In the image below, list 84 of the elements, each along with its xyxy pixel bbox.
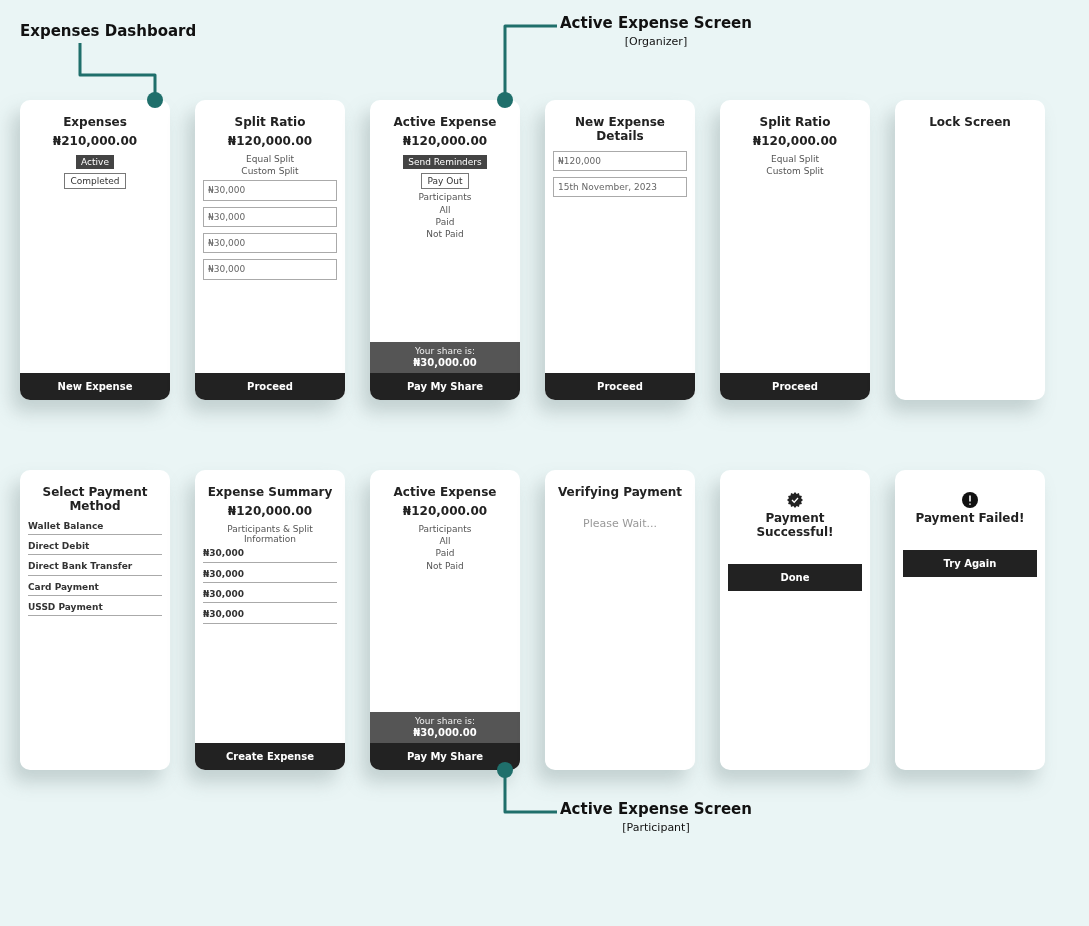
participant-amount: ₦30,000 bbox=[203, 588, 337, 604]
tab-label: Equal Split bbox=[771, 153, 819, 164]
phone-screen bbox=[720, 100, 870, 400]
input-field: ₦30,000 bbox=[203, 232, 337, 254]
leader-line bbox=[78, 43, 163, 108]
screen-title: Split Ratio bbox=[234, 116, 306, 130]
phone-screen bbox=[20, 100, 170, 400]
tab-label: Active bbox=[76, 154, 114, 169]
action-button: Proceed bbox=[720, 372, 870, 400]
tab-label: Not Paid bbox=[426, 560, 464, 571]
share-label: Your share is: bbox=[370, 341, 520, 357]
reminder-button: Send Reminders bbox=[403, 154, 487, 169]
status-text: Please Wait... bbox=[583, 517, 657, 531]
phone-screen bbox=[370, 100, 520, 400]
screen-title: Verifying Payment bbox=[557, 486, 683, 500]
leader-line bbox=[497, 762, 557, 814]
participant-amount: ₦30,000 bbox=[203, 568, 337, 583]
amount-text: ₦120,000.00 bbox=[227, 504, 313, 519]
payment-option: Direct Bank Transfer bbox=[28, 561, 162, 576]
amount-text: ₦120,000.00 bbox=[402, 134, 488, 149]
screen-title: Expense Summary bbox=[207, 486, 333, 500]
callout-sublabel: [Participant] bbox=[621, 821, 691, 834]
section-label: Participants bbox=[418, 523, 472, 534]
phone-screen bbox=[895, 100, 1045, 400]
share-amount: ₦30,000.00 bbox=[370, 727, 520, 743]
payment-option: Direct Debit bbox=[28, 540, 162, 556]
callout-label: Active Expense Screen bbox=[560, 14, 752, 32]
action-button: New Expense bbox=[20, 372, 170, 400]
tab-label: All bbox=[439, 204, 451, 215]
share-label: Your share is: bbox=[370, 711, 520, 727]
tab-label: Custom Split bbox=[241, 165, 299, 177]
callout-label: Expenses Dashboard bbox=[20, 22, 197, 40]
tab-label: All bbox=[439, 535, 451, 547]
action-button: Pay My Share bbox=[370, 372, 520, 400]
section-label: Participants & Split Information bbox=[226, 523, 314, 545]
callout-sublabel: [Organizer] bbox=[623, 35, 689, 48]
screen-title: Active Expense bbox=[393, 486, 497, 500]
phone-screen bbox=[370, 470, 520, 770]
tab-label: Custom Split bbox=[766, 165, 824, 177]
share-amount: ₦30,000.00 bbox=[370, 357, 520, 373]
phone-screen bbox=[195, 470, 345, 770]
phone-screen bbox=[195, 100, 345, 400]
screen-title: Expenses bbox=[63, 116, 127, 130]
payout-button: Pay Out bbox=[421, 172, 469, 190]
participant-amount: ₦30,000 bbox=[203, 548, 337, 563]
payment-option: Wallet Balance bbox=[28, 520, 162, 535]
input-field: ₦30,000 bbox=[203, 206, 337, 227]
leader-line bbox=[497, 24, 557, 108]
tab-label: Equal Split bbox=[246, 153, 294, 164]
input-field: ₦30,000 bbox=[203, 180, 337, 201]
phone-screen bbox=[545, 470, 695, 770]
action-button: Done bbox=[728, 563, 862, 592]
input-field: ₦30,000 bbox=[203, 259, 337, 280]
amount-text: ₦120,000.00 bbox=[752, 134, 838, 149]
screen-title: Payment Failed! bbox=[915, 512, 1025, 526]
screen-title: New Expense Details bbox=[574, 116, 666, 144]
date-field: 15th November, 2023 bbox=[553, 176, 687, 198]
phone-screen bbox=[545, 100, 695, 400]
action-button: Proceed bbox=[545, 372, 695, 400]
participant-amount: ₦30,000 bbox=[203, 609, 337, 624]
tab-label: Paid bbox=[435, 216, 455, 228]
action-button: Proceed bbox=[195, 372, 345, 400]
tab-label: Completed bbox=[64, 172, 126, 190]
payment-option: USSD Payment bbox=[28, 601, 162, 617]
phone-screen bbox=[720, 470, 870, 770]
amount-text: ₦210,000.00 bbox=[52, 134, 138, 149]
tab-label: Not Paid bbox=[426, 229, 464, 240]
screen-title: Payment Successful! bbox=[755, 512, 835, 540]
section-label: Participants bbox=[418, 192, 472, 203]
action-button: Try Again bbox=[903, 549, 1037, 578]
callout-label: Active Expense Screen bbox=[560, 800, 752, 818]
action-button: Create Expense bbox=[195, 742, 345, 770]
phone-screen bbox=[20, 470, 170, 770]
input-field: ₦120,000 bbox=[553, 150, 687, 171]
action-button: Pay My Share bbox=[370, 742, 520, 770]
screen-title: Split Ratio bbox=[759, 116, 831, 130]
screen-title: Select Payment Method bbox=[41, 486, 149, 514]
screen-title: Active Expense bbox=[393, 116, 497, 130]
tab-label: Paid bbox=[435, 548, 455, 559]
screen-title: Lock Screen bbox=[929, 116, 1011, 130]
amount-text: ₦120,000.00 bbox=[402, 504, 488, 519]
amount-text: ₦120,000.00 bbox=[227, 134, 313, 149]
phone-screen bbox=[895, 470, 1045, 770]
payment-option: Card Payment bbox=[28, 581, 162, 596]
